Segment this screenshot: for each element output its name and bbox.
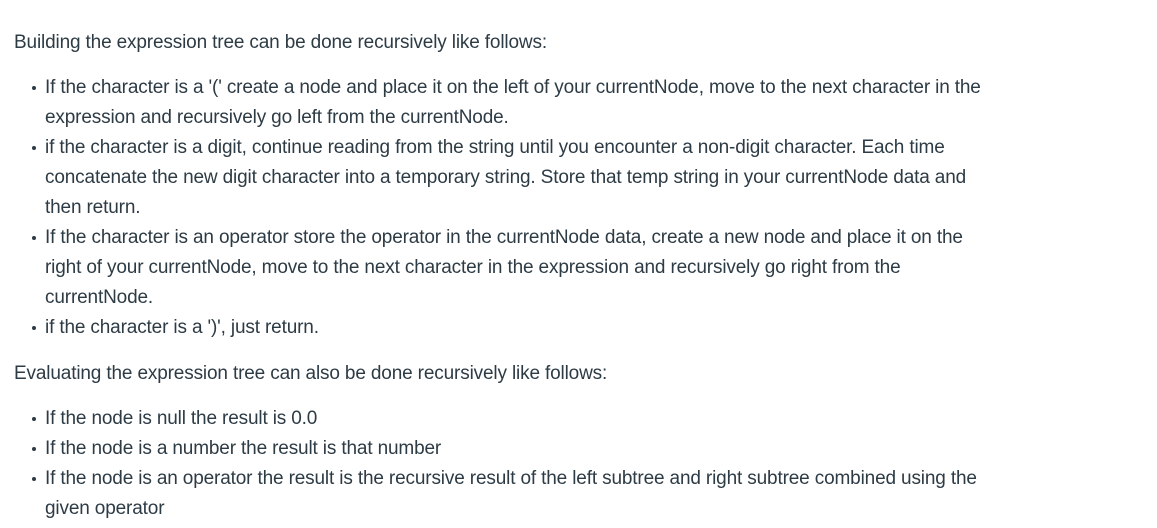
list-item-line: If the node is null the result is 0.0: [45, 408, 318, 429]
bullet-icon: [32, 417, 36, 421]
list-item: If the node is an operator the result is…: [14, 464, 1143, 524]
bullet-icon: [32, 326, 36, 330]
bullet-icon: [32, 146, 36, 150]
bullet-icon: [32, 236, 36, 240]
evaluating-intro-paragraph: Evaluating the expression tree can also …: [14, 363, 608, 384]
list-item-line: If the character is an operator store th…: [45, 227, 963, 248]
list-item-line: if the character is a digit, continue re…: [45, 137, 945, 158]
list-item-line: given operator: [45, 498, 165, 519]
evaluating-bullet-list: If the node is null the result is 0.0 If…: [14, 404, 1143, 524]
list-item-line: If the node is an operator the result is…: [45, 468, 977, 489]
list-item-line: If the character is a '(' create a node …: [45, 77, 981, 98]
list-item-line: currentNode.: [45, 287, 154, 308]
building-bullet-list: If the character is a '(' create a node …: [14, 73, 1143, 343]
list-item: If the node is null the result is 0.0: [14, 404, 1143, 434]
list-item: If the node is a number the result is th…: [14, 434, 1143, 464]
list-item-line: then return.: [45, 197, 141, 218]
list-item-line: concatenate the new digit character into…: [45, 167, 967, 188]
bullet-icon: [32, 477, 36, 481]
building-intro-paragraph: Building the expression tree can be done…: [14, 32, 547, 53]
list-item: If the character is a '(' create a node …: [14, 73, 1143, 133]
list-item-line: if the character is a ')', just return.: [45, 317, 319, 338]
list-item: if the character is a ')', just return.: [14, 313, 1143, 343]
list-item-line: If the node is a number the result is th…: [45, 438, 442, 459]
list-item: if the character is a digit, continue re…: [14, 133, 1143, 223]
bullet-icon: [32, 447, 36, 451]
list-item: If the character is an operator store th…: [14, 223, 1143, 313]
list-item-line: expression and recursively go left from …: [45, 107, 509, 128]
bullet-icon: [32, 86, 36, 90]
list-item-line: right of your currentNode, move to the n…: [45, 257, 901, 278]
